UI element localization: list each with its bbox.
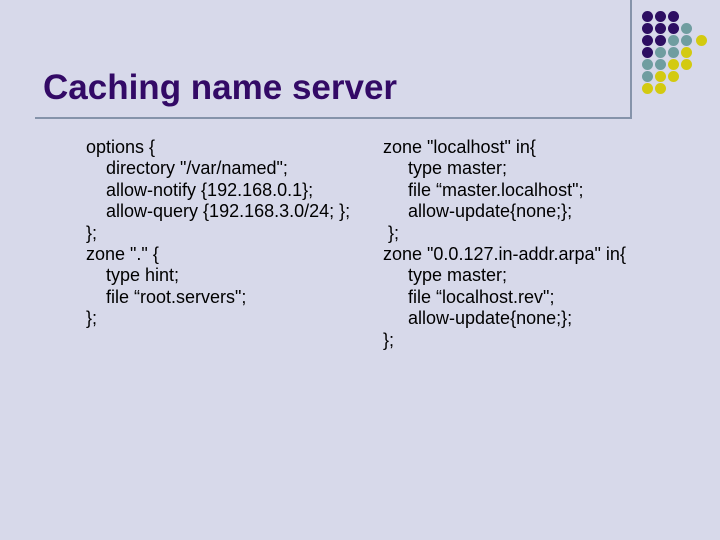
code-line: type master;: [383, 158, 508, 179]
dot: [641, 46, 653, 58]
dot: [654, 10, 666, 22]
code-right-column: zone "localhost" in{ type master; file “…: [383, 137, 626, 351]
dot: [641, 82, 653, 94]
dot: [695, 34, 707, 46]
code-line: allow-update{none;};: [383, 308, 573, 329]
dot: [654, 22, 666, 34]
code-line: type hint;: [86, 265, 180, 286]
code-line: directory "/var/named";: [86, 158, 288, 179]
code-line: allow-notify {192.168.0.1};: [86, 179, 314, 200]
code-line: };: [86, 308, 98, 329]
dot: [654, 82, 666, 94]
dot: [667, 58, 679, 70]
dot: [680, 58, 692, 70]
dot: [654, 70, 666, 82]
code-line: zone "localhost" in{: [383, 137, 536, 157]
title-underline: [35, 117, 631, 119]
dot: [654, 58, 666, 70]
dot: [641, 58, 653, 70]
dot: [680, 46, 692, 58]
code-line: options {: [86, 137, 156, 157]
code-line: file “localhost.rev";: [383, 286, 555, 307]
dot: [641, 10, 653, 22]
dot: [667, 22, 679, 34]
dot: [667, 10, 679, 22]
code-line: };: [383, 329, 395, 350]
code-left-column: options { directory "/var/named"; allow-…: [86, 137, 350, 330]
code-line: allow-update{none;};: [383, 201, 573, 222]
dot: [680, 34, 692, 46]
dot: [654, 46, 666, 58]
code-line: allow-query {192.168.3.0/24; };: [86, 201, 351, 222]
code-line: };: [383, 222, 400, 243]
dot: [641, 70, 653, 82]
code-line: zone "0.0.127.in-addr.arpa" in{: [383, 244, 626, 265]
dot: [654, 34, 666, 46]
code-line: file “root.servers";: [86, 286, 247, 307]
dot: [667, 46, 679, 58]
dot: [667, 34, 679, 46]
dot: [667, 70, 679, 82]
code-line: };: [86, 222, 98, 243]
dot: [680, 22, 692, 34]
code-line: type master;: [383, 265, 508, 286]
code-line: file “master.localhost";: [383, 179, 584, 200]
code-line: zone "." {: [86, 244, 159, 265]
dot: [641, 34, 653, 46]
slide-title: Caching name server: [43, 68, 398, 107]
frame-vertical-line: [630, 0, 632, 119]
dot: [641, 22, 653, 34]
